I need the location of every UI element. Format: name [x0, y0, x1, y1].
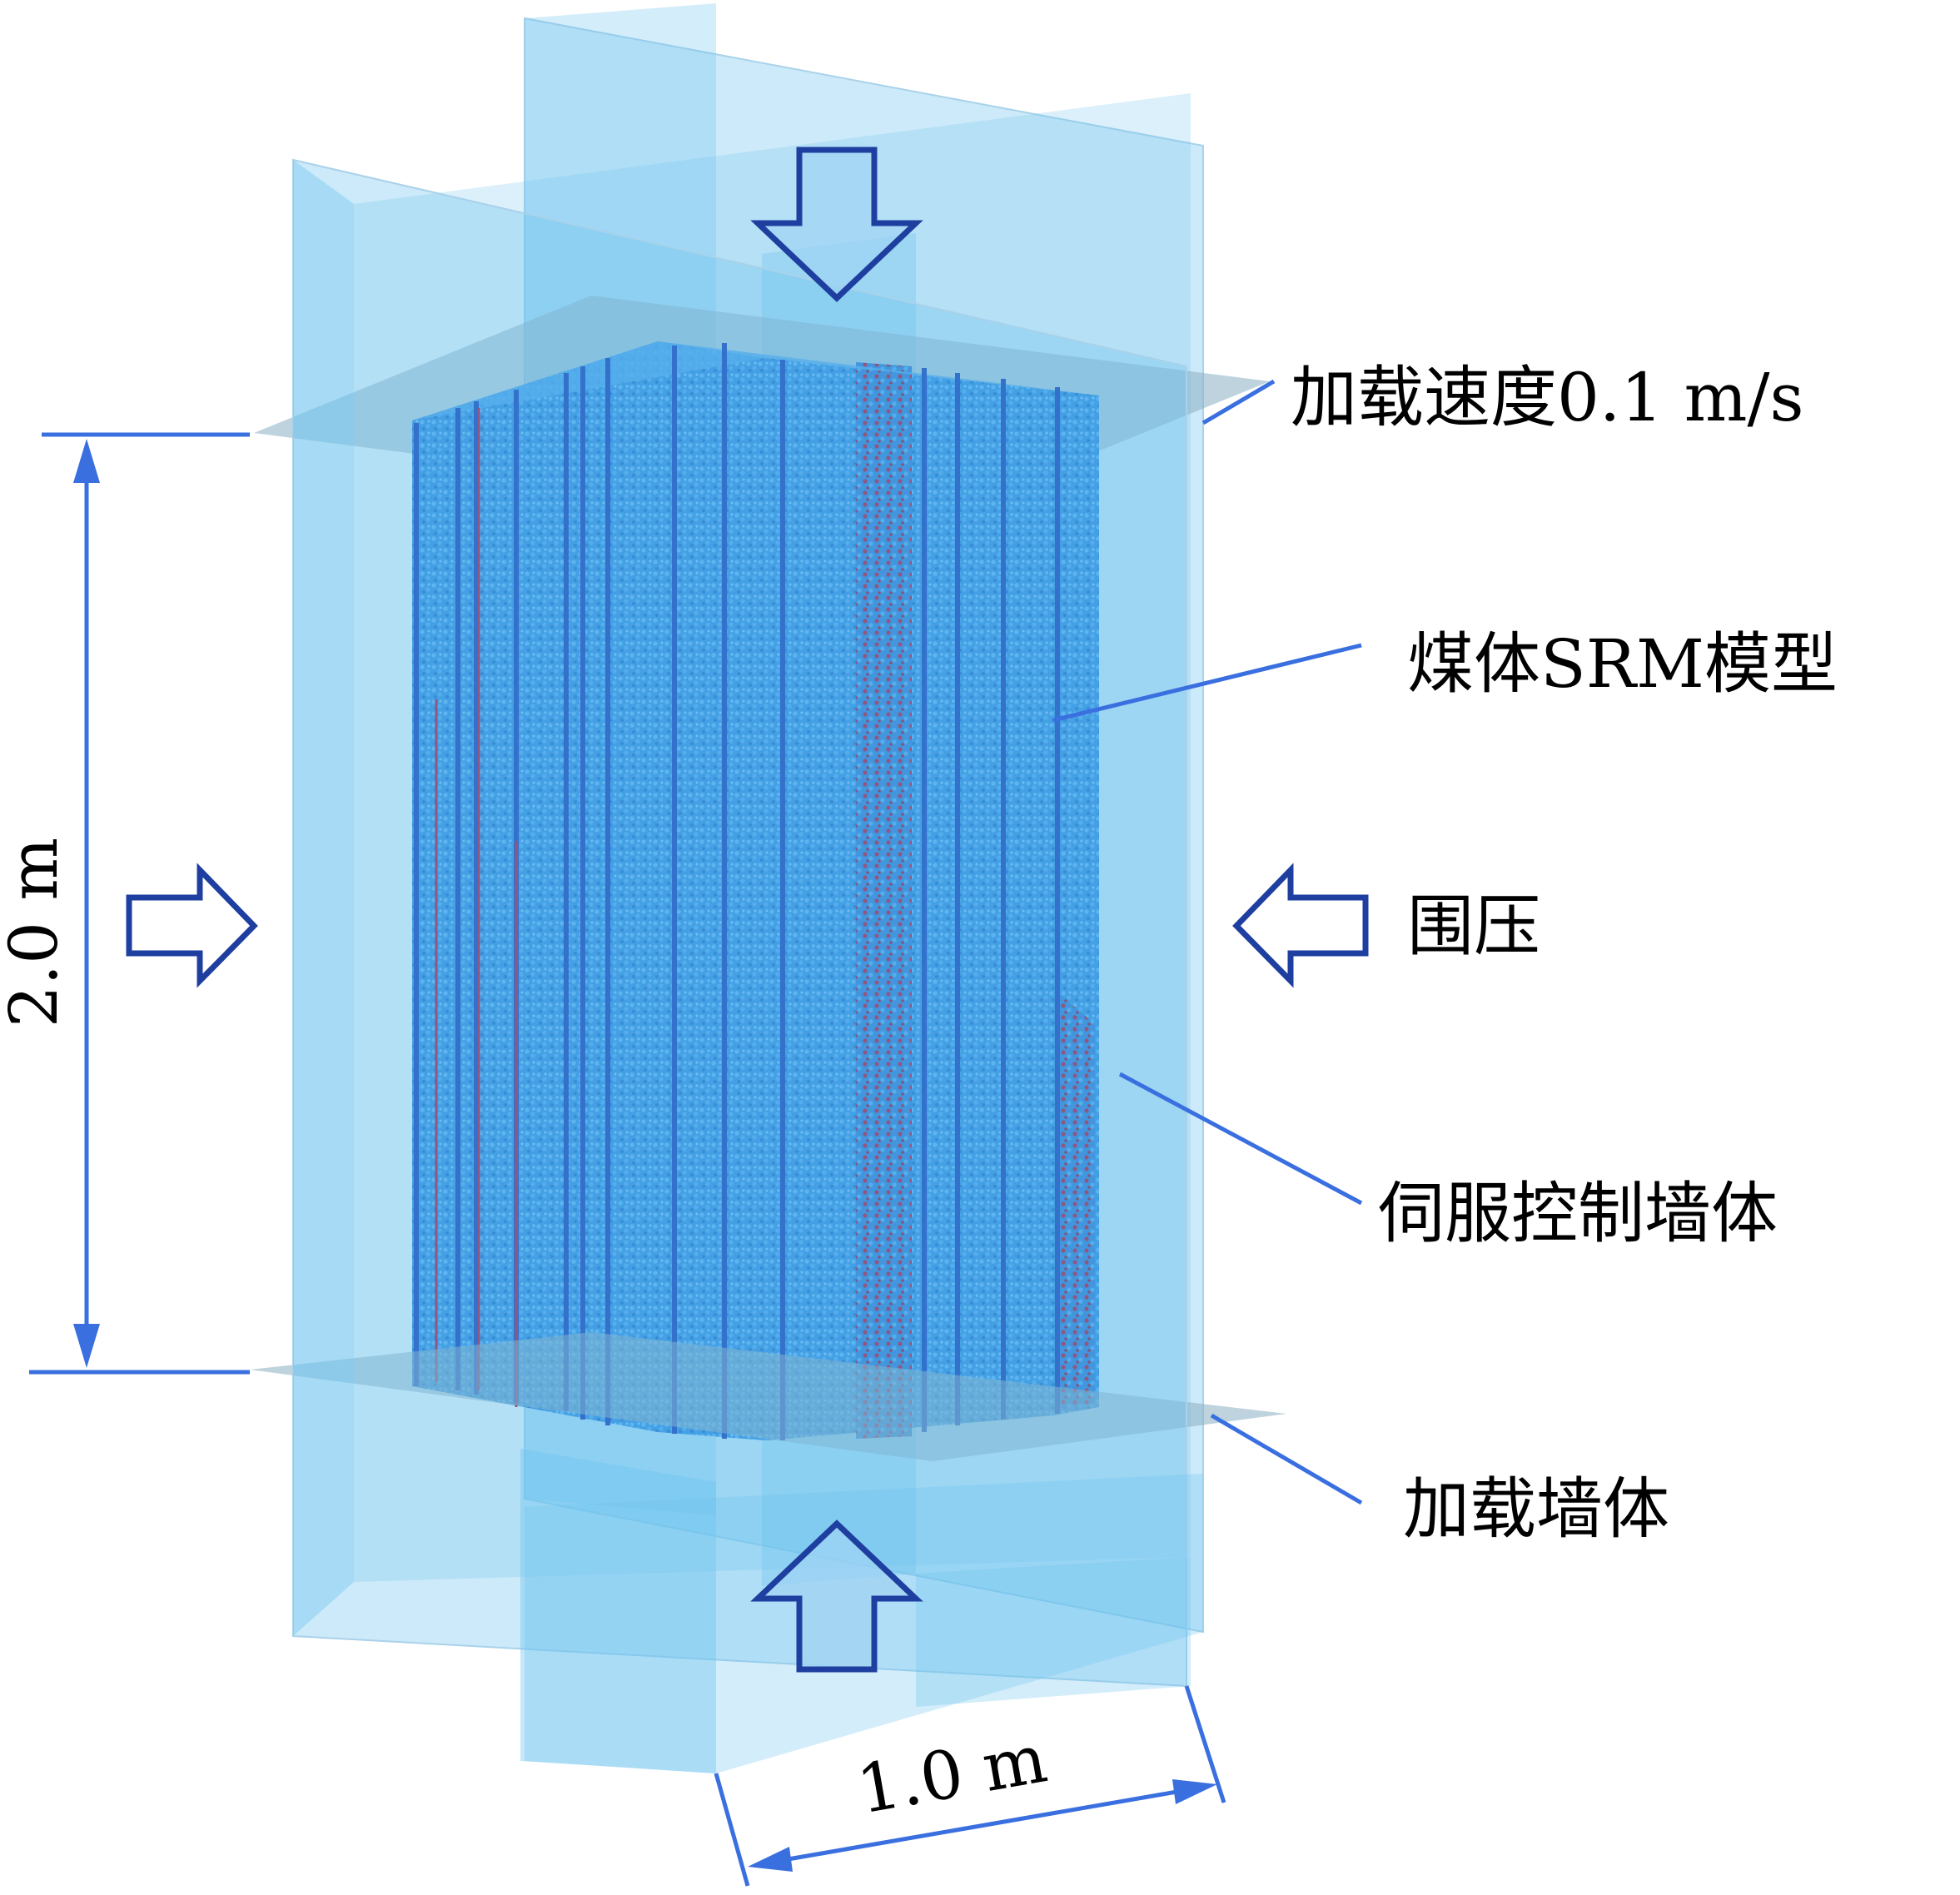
width-arrowhead-right	[1172, 1779, 1217, 1804]
arrow-left-icon	[1232, 863, 1369, 988]
front-wall-left-edge	[293, 160, 354, 1636]
crack-lines	[435, 408, 518, 1407]
servo-walls-front	[292, 158, 1203, 1773]
label-loading-speed: 加载速度0.1 m/s	[1291, 359, 1804, 436]
joint-stripes	[414, 343, 1060, 1440]
height-arrowhead-bottom	[73, 1324, 100, 1368]
model-red-step	[1056, 991, 1095, 1409]
arrow-up-icon	[750, 1519, 923, 1673]
front-wall-narrow	[520, 1449, 716, 1773]
model-front-left-face	[412, 341, 766, 1440]
model-red-band	[856, 362, 912, 1439]
label-coal-srm-model: 煤体SRM模型	[1407, 625, 1838, 703]
leader-lines	[1052, 379, 1363, 1505]
model-top-surface	[412, 341, 1099, 420]
leader-servo-wall	[1118, 1072, 1363, 1206]
width-arrowhead-left	[748, 1847, 793, 1872]
height-arrowhead-top	[73, 439, 100, 483]
width-dim-line	[778, 1788, 1187, 1863]
width-dimension	[714, 1685, 1226, 1887]
leader-loading-speed	[1201, 379, 1276, 425]
leader-loading-wall	[1210, 1413, 1363, 1505]
arrow-right-icon	[126, 863, 258, 988]
model-front-right-face	[766, 358, 1099, 1440]
leader-coal-model	[1052, 643, 1362, 723]
label-confining-pressure: 围压	[1407, 888, 1540, 965]
front-wall-right-tall	[916, 1557, 1191, 1707]
coal-srm-model	[412, 341, 1099, 1440]
label-servo-wall: 伺服控制墙体	[1378, 1175, 1778, 1252]
label-loading-wall: 加载墙体	[1403, 1470, 1669, 1548]
arrow-down-icon	[750, 147, 923, 302]
height-label: 2.0 m	[0, 838, 72, 1028]
height-dimension	[29, 432, 250, 1375]
front-wall-left	[292, 158, 1187, 1688]
bottom-loading-plate	[250, 1332, 1286, 1461]
width-ext-left	[714, 1773, 750, 1887]
width-ext-right	[1184, 1685, 1226, 1803]
width-label: 1.0 m	[852, 1719, 1052, 1828]
